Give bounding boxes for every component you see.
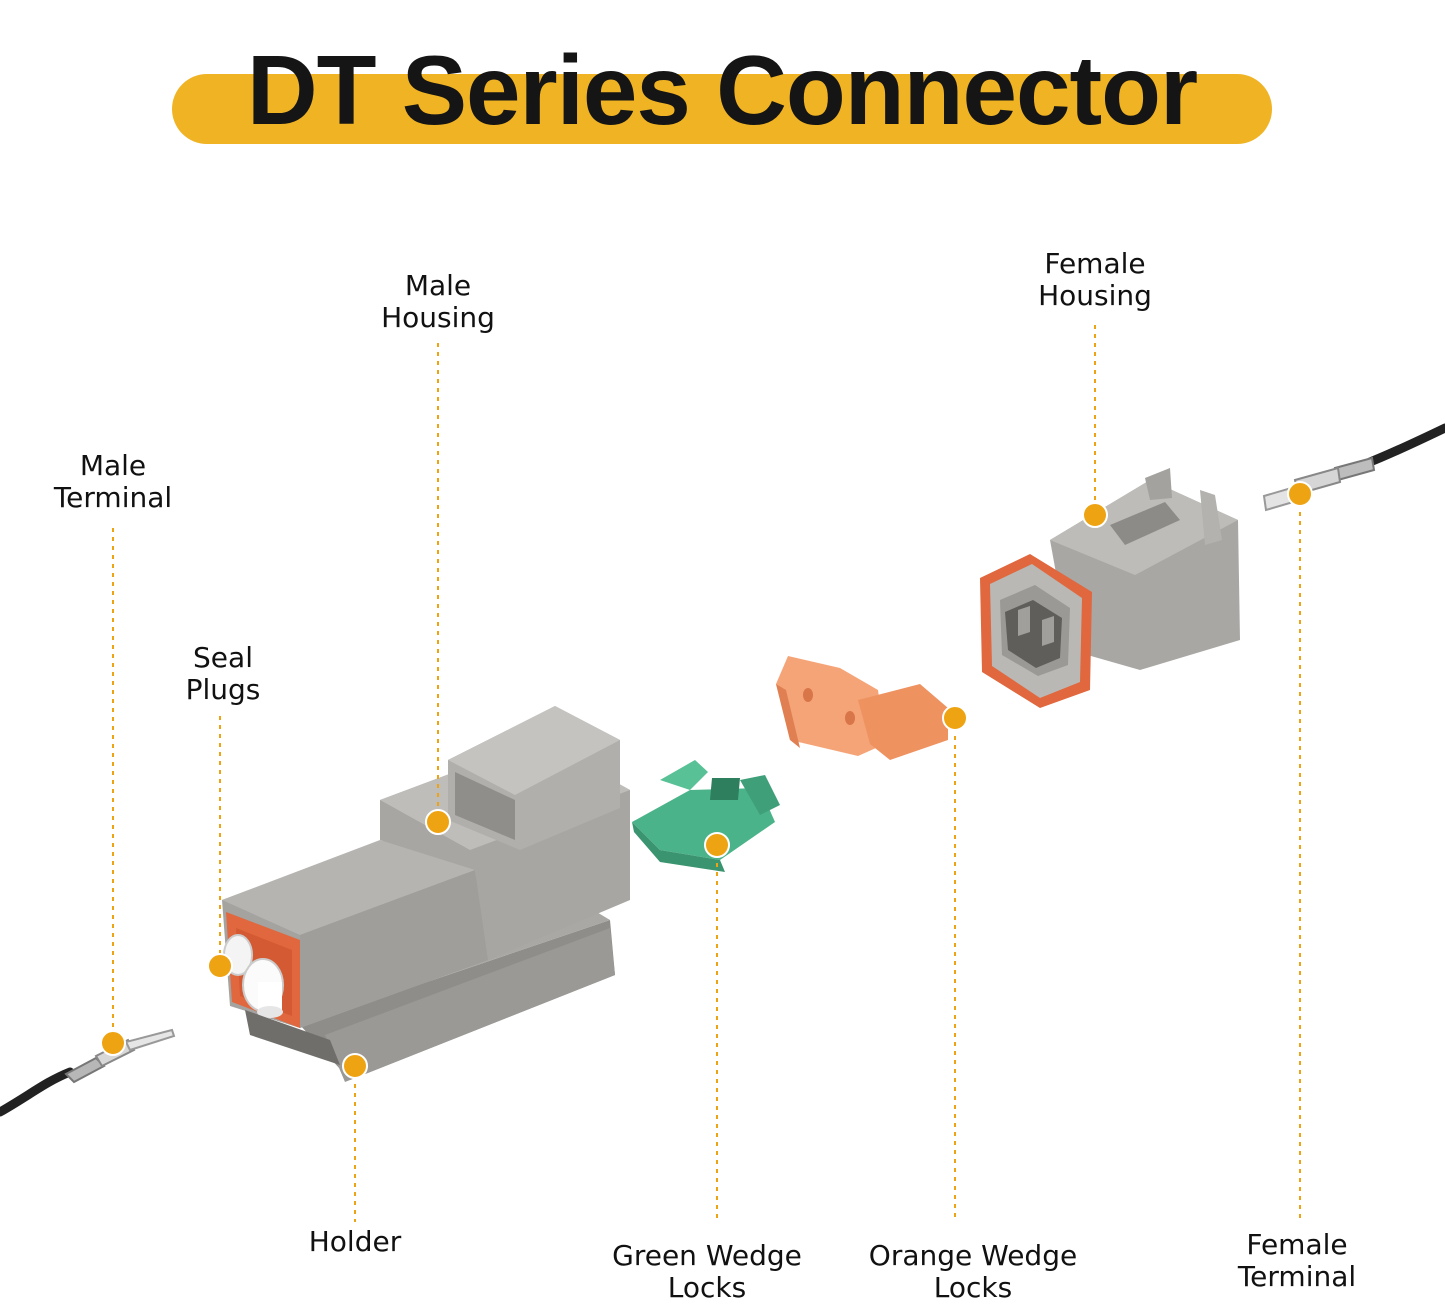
female-housing-illustration: [980, 468, 1240, 708]
label-female-housing: Female Housing: [1038, 247, 1152, 312]
label-male-terminal: Male Terminal: [53, 449, 173, 514]
label-orange-wedge-locks: Orange Wedge Locks: [868, 1239, 1078, 1304]
orange-wedge-lock-illustration: [776, 656, 948, 760]
callout-dot-green-wedge: [704, 832, 730, 858]
green-wedge-lock-illustration: [632, 760, 780, 872]
label-seal-plugs: Seal Plugs: [185, 641, 261, 706]
callout-dot-holder: [342, 1053, 368, 1079]
male-terminal-illustration: [0, 1028, 176, 1117]
callout-dot-male-housing: [425, 809, 451, 835]
title-banner: DT Series Connector: [172, 30, 1272, 150]
callout-dot-male-terminal: [100, 1030, 126, 1056]
callout-dot-seal-plugs: [207, 953, 233, 979]
callout-dot-orange-wedge: [942, 705, 968, 731]
label-green-wedge-locks: Green Wedge Locks: [612, 1239, 802, 1304]
page-title: DT Series Connector: [246, 35, 1198, 145]
leader-lines: [112, 325, 1301, 1222]
callout-dot-female-housing: [1082, 502, 1108, 528]
label-holder: Holder: [308, 1225, 402, 1258]
male-housing-illustration: [222, 706, 630, 1082]
callout-dots: [100, 481, 1313, 1079]
title-highlight-bar: [172, 74, 1272, 144]
label-female-terminal: Female Terminal: [1237, 1228, 1357, 1293]
callout-dot-female-terminal: [1287, 481, 1313, 507]
label-male-housing: Male Housing: [381, 269, 495, 334]
